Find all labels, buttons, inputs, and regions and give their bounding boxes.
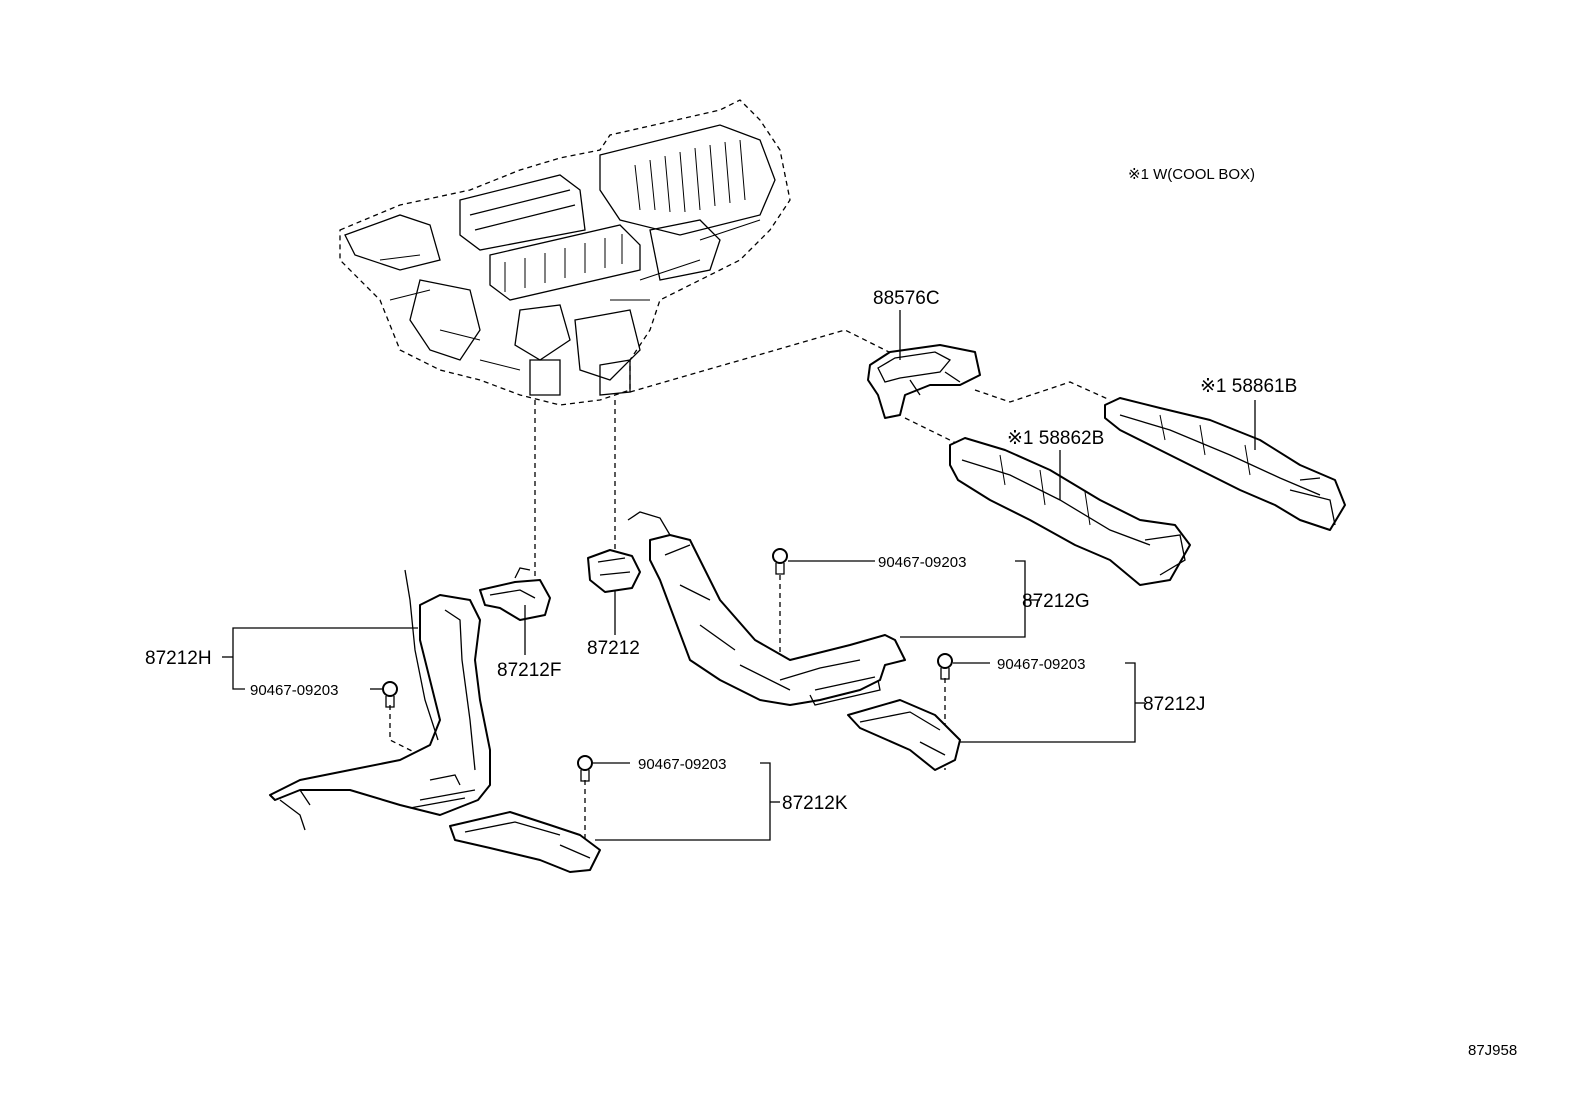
- duct-87212H: [269, 569, 491, 831]
- label-87212: 87212: [587, 638, 640, 659]
- label-87212H: 87212H: [145, 648, 212, 669]
- duct-87212G: [627, 511, 906, 706]
- label-90467-09203-j: 90467-09203: [997, 656, 1085, 673]
- label-87212G: 87212G: [1022, 591, 1090, 612]
- label-87212J: 87212J: [1143, 694, 1205, 715]
- duct-58862B: [949, 437, 1191, 586]
- heater-unit-assembly: [339, 99, 791, 406]
- label-88576C: 88576C: [873, 288, 940, 309]
- duct-87212K: [449, 811, 601, 873]
- label-58861B: ※1 58861B: [1200, 376, 1297, 397]
- label-90467-09203-g: 90467-09203: [878, 554, 966, 571]
- diagram-code: 87J958: [1468, 1042, 1517, 1059]
- duct-88576C: [867, 344, 981, 419]
- duct-87212J: [847, 699, 961, 771]
- label-90467-09203-k: 90467-09203: [638, 756, 726, 773]
- label-87212F: 87212F: [497, 660, 561, 681]
- duct-87212: [587, 549, 641, 593]
- clip-fastener-g: [772, 548, 788, 575]
- label-90467-09203-h: 90467-09203: [250, 682, 338, 699]
- cool-box-note: ※1 W(COOL BOX): [1128, 166, 1255, 183]
- clip-fastener-k: [577, 755, 593, 782]
- label-58862B: ※1 58862B: [1007, 428, 1104, 449]
- clip-fastener-j: [937, 653, 953, 680]
- leader-lines: [222, 310, 1256, 841]
- clip-fastener-h: [382, 681, 398, 708]
- duct-87212F: [479, 567, 551, 621]
- label-87212K: 87212K: [782, 793, 848, 814]
- duct-58861B: [1104, 397, 1346, 531]
